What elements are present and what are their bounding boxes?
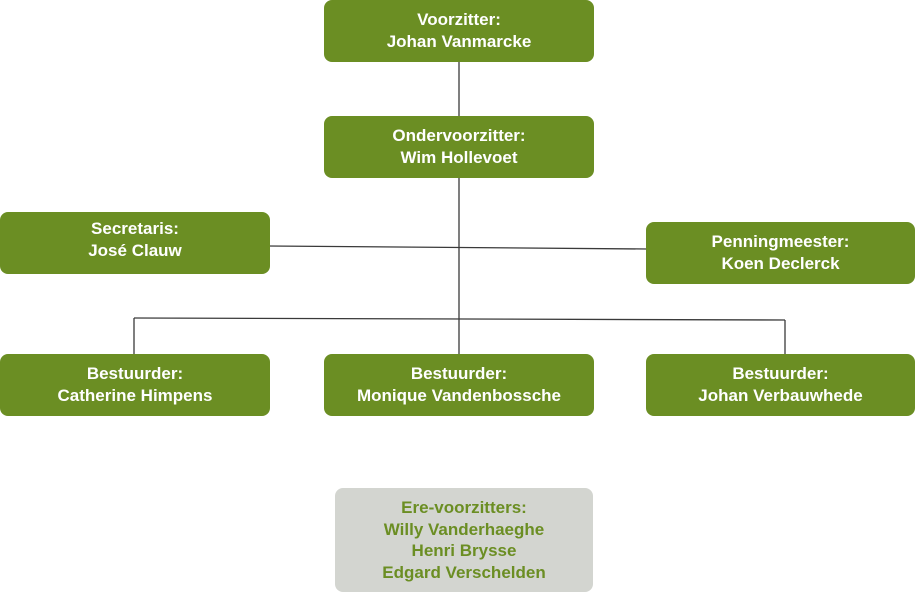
honorary-name-3: Edgard Verschelden xyxy=(382,562,546,582)
director-1-role: Bestuurder: xyxy=(86,364,184,383)
treasurer-name: Koen Declerck xyxy=(721,254,840,273)
director-box-1: Bestuurder: Catherine Himpens xyxy=(0,354,270,416)
treasurer-role: Penningmeester: xyxy=(711,232,850,251)
director-2-name: Monique Vandenbossche xyxy=(356,386,562,405)
director-box-2: Bestuurder: Monique Vandenbossche xyxy=(324,354,594,416)
honorary-chairmen-box: Ere-voorzitters: Willy Vanderhaeghe Henr… xyxy=(335,488,593,592)
honorary-title: Ere-voorzitters: xyxy=(401,498,527,517)
connector-secretary-treasurer xyxy=(267,245,648,250)
honorary-name-1: Willy Vanderhaeghe xyxy=(383,519,545,539)
honorary-name-2: Henri Brysse xyxy=(411,541,517,560)
secretary-name: José Clauw xyxy=(88,241,182,260)
director-1-name: Catherine Himpens xyxy=(57,386,213,405)
vice-chairman-name: Wim Hollevoet xyxy=(400,148,518,167)
treasurer-box: Penningmeester: Koen Declerck xyxy=(646,222,915,284)
director-3-role: Bestuurder: xyxy=(732,364,829,383)
vice-chairman-role: Ondervoorzitter: xyxy=(392,126,526,145)
secretary-role: Secretaris: xyxy=(91,219,179,238)
director-box-3: Bestuurder: Johan Verbauwhede xyxy=(646,354,915,416)
chairman-name: Johan Vanmarcke xyxy=(386,32,532,51)
chairman-role: Voorzitter: xyxy=(417,10,501,29)
director-2-role: Bestuurder: xyxy=(410,364,508,383)
vice-chairman-box: Ondervoorzitter: Wim Hollevoet xyxy=(324,116,594,178)
secretary-box: Secretaris: José Clauw xyxy=(0,212,270,274)
director-3-name: Johan Verbauwhede xyxy=(698,386,863,405)
chairman-box: Voorzitter: Johan Vanmarcke xyxy=(324,0,594,62)
connector-directors-bar xyxy=(133,317,786,321)
